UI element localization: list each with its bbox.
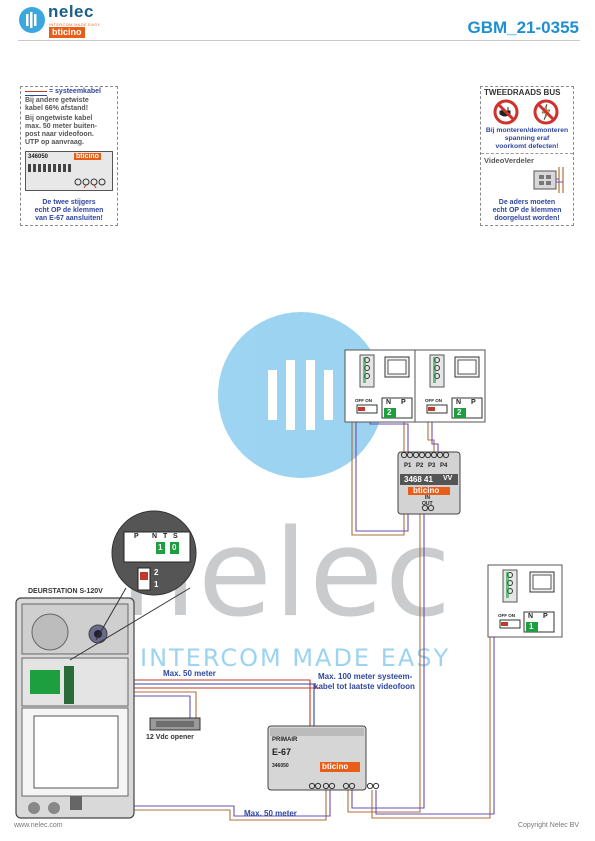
video-distributor-illustration	[533, 167, 567, 193]
distributor-brand: bticino	[413, 486, 440, 495]
note-line-6: post naar videofoon.	[25, 131, 94, 138]
bus-warning-2: spanning eraf	[504, 135, 550, 142]
distributor-port-p3: P3	[428, 463, 436, 469]
bus-divider	[481, 153, 573, 155]
note-two-wire-bus: TWEEDRAADS BUS Bij monteren/demonteren s…	[480, 86, 574, 226]
footer-copyright: Copyright Nelec BV	[517, 822, 579, 829]
no-electricity-icon	[533, 99, 559, 125]
monitor-1-number: 2	[387, 408, 392, 417]
monitor-3-number: 1	[529, 622, 534, 631]
logo-name: nelec	[48, 2, 94, 21]
monitor-2-n: N	[456, 399, 462, 406]
psu-code: 346050	[272, 763, 289, 769]
zoom-value-0: 0	[172, 543, 177, 552]
note-footer-1: De twee stijgers	[42, 199, 96, 206]
video-distributor-title: VideoVerdeler	[484, 156, 534, 165]
distributor-in: IN	[425, 495, 430, 501]
monitor-2-number: 2	[457, 408, 462, 417]
distributor-port-p4: P4	[440, 463, 448, 469]
distributor-foot-1: De aders moeten	[498, 199, 556, 206]
max-50-top-label: Max. 50 meter	[163, 669, 216, 678]
header-divider	[18, 40, 580, 41]
psu-name: E-67	[272, 747, 292, 757]
note-system-cable: = systeemkabel Bij andere getwiste kabel…	[20, 86, 118, 226]
max-100-label-2: kabel tot laatste videofoon	[314, 682, 415, 691]
zoom-terminal-t: T	[163, 533, 168, 540]
max-100-label-1: Max. 100 meter systeem-	[318, 672, 413, 681]
zoom-dip-2: 2	[154, 568, 159, 577]
note-line-1: = systeemkabel	[49, 88, 101, 95]
monitor-1-n: N	[386, 399, 392, 406]
monitor-3-n: N	[528, 613, 534, 620]
zoom-dip-1: 1	[154, 580, 159, 589]
logo-tagline: INTERCOM MADE EASY	[49, 22, 101, 27]
nelec-logo	[18, 6, 48, 34]
zoom-terminal-p: P	[134, 533, 139, 540]
distributor-foot-2: echt OP de klemmen	[492, 207, 562, 214]
distributor-foot-3: doorgelust worden!	[494, 215, 560, 222]
note-line-3: kabel 66% afstand!	[25, 105, 89, 112]
bus-title: TWEEDRAADS BUS	[484, 88, 561, 97]
module-illustration: 346050 bticino	[25, 151, 113, 191]
distributor-out: OUT	[422, 501, 433, 507]
zoom-terminal-s: S	[173, 533, 178, 540]
monitor-3-switch: OFF ON	[498, 613, 515, 618]
logo-brand: bticino	[49, 27, 85, 38]
document-code: GBM_21-0355	[467, 18, 579, 37]
note-line-4: Bij ongetwiste kabel	[25, 115, 93, 122]
bus-warning-1: Bij monteren/demonteren	[485, 127, 569, 134]
distributor-port-p2: P2	[416, 463, 424, 469]
monitor-2-p: P	[471, 399, 476, 406]
watermark-slogan: INTERCOM MADE EASY	[140, 644, 451, 672]
note-footer-2: echt OP de klemmen	[34, 207, 104, 214]
distributor-vv: VV	[443, 475, 453, 482]
module-brand: bticino	[74, 153, 101, 160]
distributor-port-p1: P1	[404, 463, 412, 469]
max-50-bottom-label: Max. 50 meter	[244, 809, 297, 818]
monitor-3-p: P	[543, 613, 548, 620]
opener-label: 12 Vdc opener	[146, 734, 194, 741]
psu-primair: PRIMAIR	[272, 737, 298, 743]
monitor-1-p: P	[401, 399, 406, 406]
note-line-5: max. 50 meter buiten-	[25, 123, 97, 130]
no-power-plug-icon	[493, 99, 519, 125]
monitor-1-switch: OFF ON	[355, 398, 372, 403]
module-code: 346050	[28, 154, 49, 160]
zoom-value-1: 1	[158, 543, 163, 552]
footer-website: www.nelec.com	[14, 822, 63, 829]
system-cable-swatch	[25, 91, 47, 96]
note-line-7: UTP op aanvraag.	[25, 139, 85, 146]
note-footer-3: van E-67 aansluiten!	[35, 215, 103, 222]
distributor-code: 3468 41	[404, 475, 433, 484]
door-station-label: DEURSTATION S-120V	[28, 588, 103, 595]
zoom-terminal-n: N	[152, 533, 158, 540]
note-line-2: Bij andere getwiste	[25, 97, 89, 104]
bus-warning-3: voorkomt defecten!	[495, 143, 559, 150]
psu-brand: bticino	[322, 762, 349, 771]
monitor-2-switch: OFF ON	[425, 398, 442, 403]
